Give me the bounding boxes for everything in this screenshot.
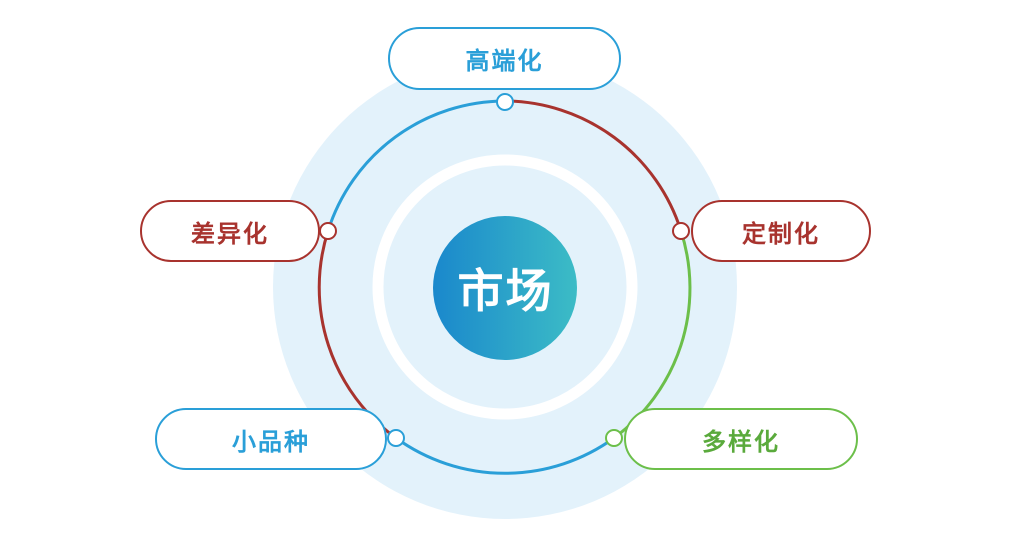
arc-top-right [504,99,683,232]
center-label: 市场 [457,263,554,318]
center-circle [433,216,577,360]
arc-bottom [395,436,615,475]
node-dot-right [672,222,690,240]
inner-white-ring [372,154,638,420]
node-dot-top [496,93,514,111]
node-dot-bottom-left [387,429,405,447]
arc-top-left [326,99,506,232]
node-dot-left [319,222,337,240]
node-small-variety: 小品种 [155,408,387,470]
node-dot-bottom-right [605,429,623,447]
node-high-end: 高端化 [388,27,621,90]
node-customization: 定制化 [691,200,871,262]
node-differentiation: 差异化 [140,200,320,262]
node-diversification: 多样化 [624,408,858,470]
